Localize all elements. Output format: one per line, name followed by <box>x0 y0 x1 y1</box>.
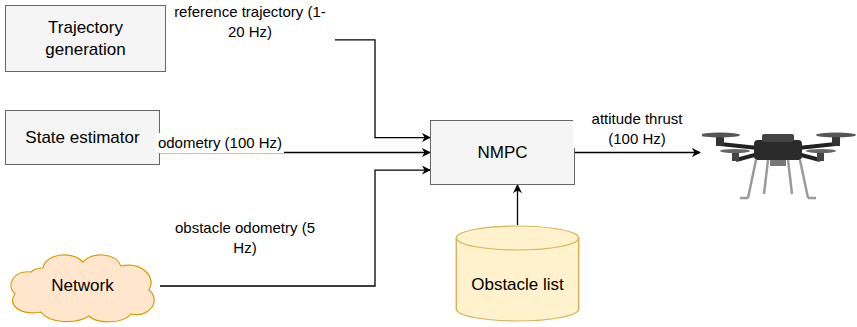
node-label: Trajectory generation <box>6 13 165 64</box>
signal-label: attitude thrust (100 Hz) <box>573 109 702 148</box>
signal-label: obstacle odometry (5 Hz) <box>166 218 325 257</box>
process-box: Trajectory generation <box>5 5 166 72</box>
node-label: NMPC <box>471 138 533 167</box>
cylinder-outline <box>455 225 580 322</box>
node-label: State estimator <box>19 123 145 152</box>
signal-label: odometry (100 Hz) <box>156 133 284 153</box>
connector-arrow <box>160 170 430 286</box>
signal-label: reference trajectory (1-20 Hz) <box>166 2 335 41</box>
network-cloud: Network <box>5 250 160 322</box>
controller-box: NMPC <box>430 120 575 185</box>
output-arrow <box>575 152 700 153</box>
drone <box>700 133 856 199</box>
database-cylinder: Obstacle list <box>455 225 580 322</box>
connector-arrow <box>166 40 430 138</box>
connector-arrow <box>517 185 518 225</box>
node-label: Obstacle list <box>465 270 570 299</box>
node-label: Network <box>45 271 119 300</box>
process-box: State estimator <box>5 110 160 165</box>
